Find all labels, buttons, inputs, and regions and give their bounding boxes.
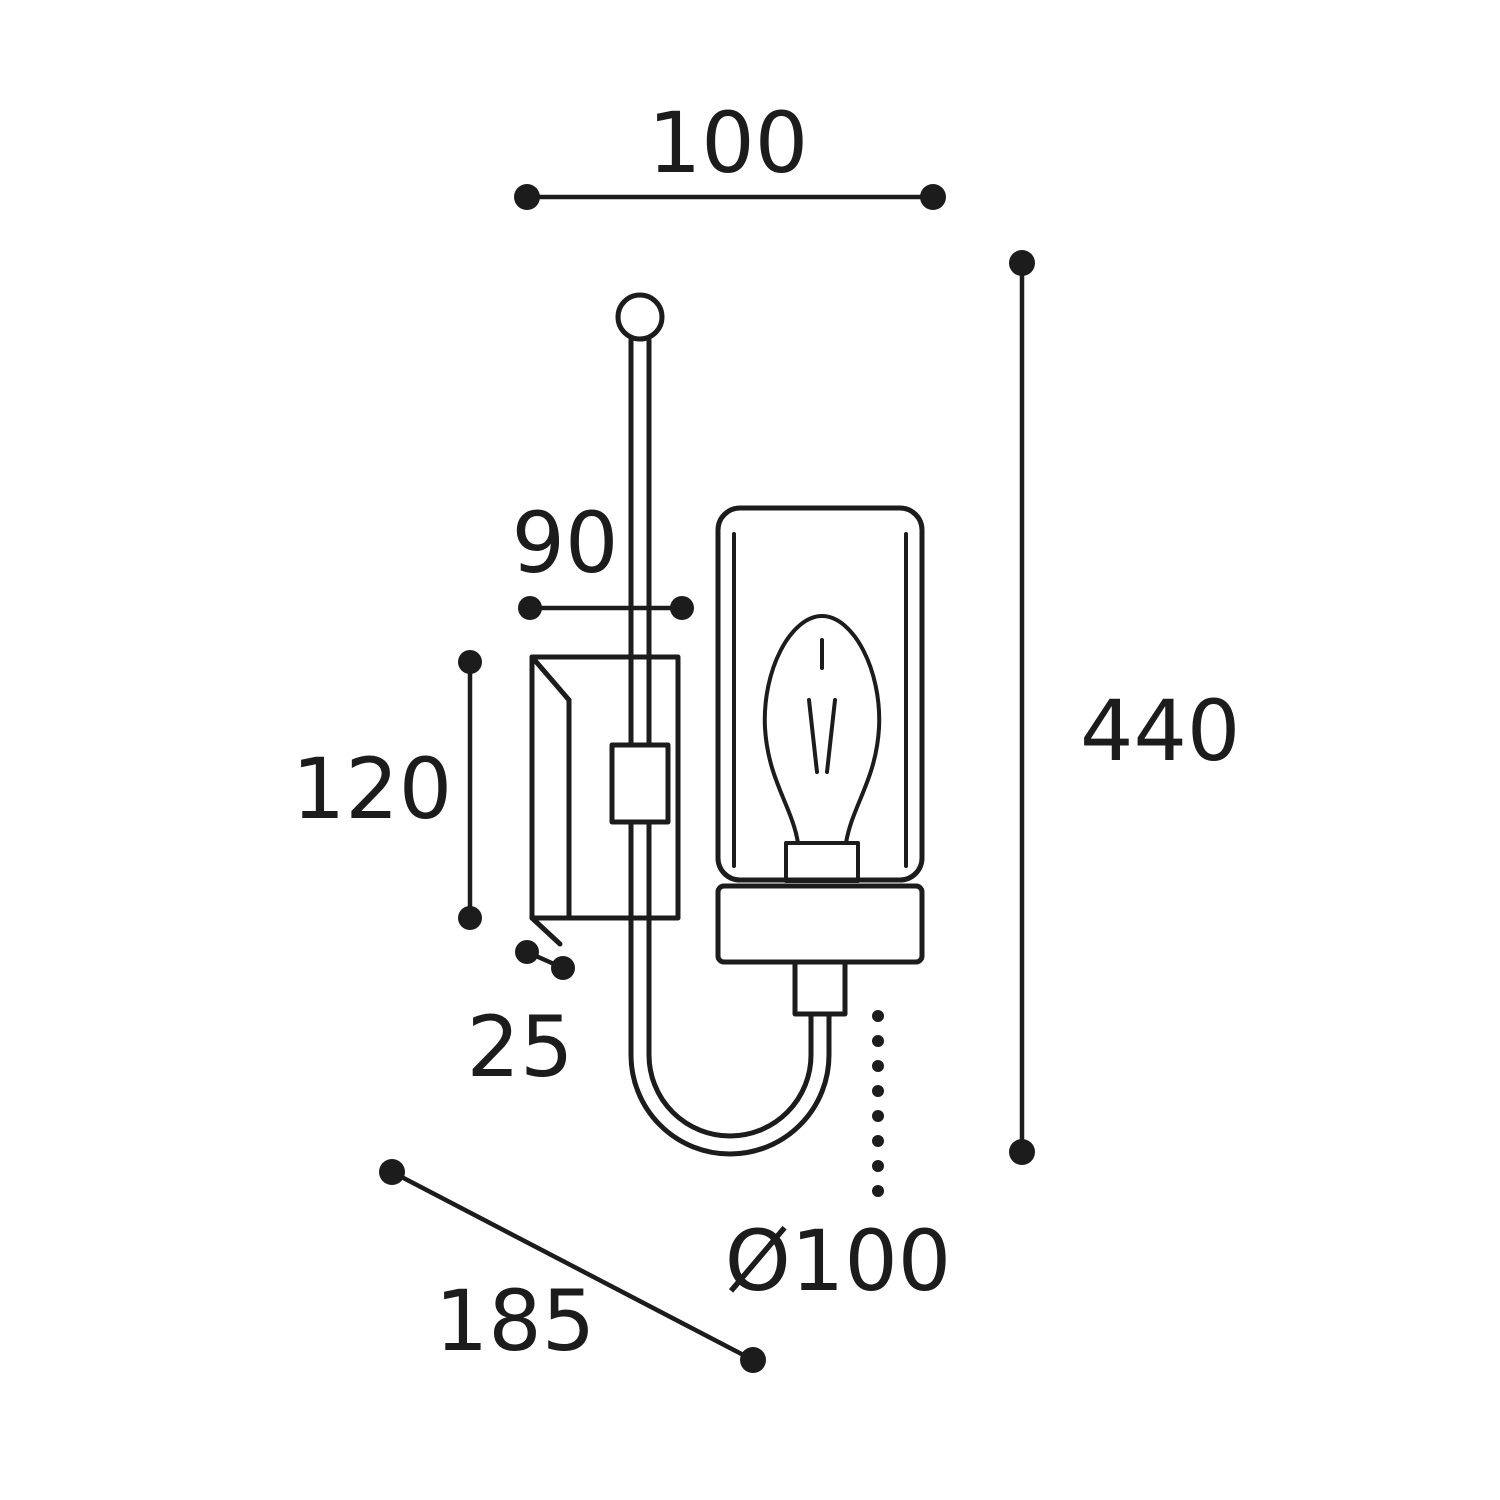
chain-dot bbox=[872, 1160, 884, 1172]
bulb-filament-right bbox=[825, 698, 837, 774]
backplate-bottom-bevel bbox=[529, 915, 563, 947]
dimension-backplate-height: 120 bbox=[292, 650, 482, 930]
chain-dot bbox=[872, 1085, 884, 1097]
dimension-shade-diameter: Ø100 bbox=[725, 1212, 951, 1310]
dimension-endpoint-dot bbox=[1009, 250, 1035, 276]
dimension-endpoint-dot bbox=[458, 906, 482, 930]
dimension-backplate-depth-label: 25 bbox=[467, 998, 574, 1096]
dimension-overall-height-label: 440 bbox=[1080, 682, 1240, 780]
pull-chain bbox=[872, 1010, 884, 1197]
bulb-filament-left bbox=[807, 698, 819, 774]
glass-outline bbox=[715, 505, 925, 883]
dimension-endpoint-dot bbox=[920, 184, 946, 210]
backplate-top-bevel bbox=[529, 654, 572, 703]
dimension-projection-label: 185 bbox=[435, 1272, 595, 1370]
dimension-endpoint-dot bbox=[514, 184, 540, 210]
dimension-top-width-label: 100 bbox=[648, 94, 808, 192]
dimension-projection: 185 bbox=[379, 1159, 766, 1373]
holder bbox=[715, 883, 925, 1017]
rod-inner-edge bbox=[646, 337, 814, 1139]
dimension-endpoint-dot bbox=[670, 596, 694, 620]
ball-finial bbox=[615, 292, 665, 342]
dimension-backplate-width: 90 bbox=[512, 494, 694, 620]
dimension-endpoint-dot bbox=[551, 956, 575, 980]
chain-dot bbox=[872, 1010, 884, 1022]
chain-dot bbox=[872, 1135, 884, 1147]
glass-shade bbox=[715, 505, 925, 883]
dimension-endpoint-dot bbox=[458, 650, 482, 674]
dimension-shade-diameter-label: Ø100 bbox=[725, 1212, 951, 1310]
holder-neck bbox=[792, 959, 848, 1017]
holder-body bbox=[715, 883, 925, 965]
bulb-glass bbox=[762, 614, 882, 845]
chain-dot bbox=[872, 1060, 884, 1072]
dimension-endpoint-dot bbox=[379, 1159, 405, 1185]
dimension-endpoint-dot bbox=[1009, 1139, 1035, 1165]
dimension-backplate-height-label: 120 bbox=[292, 740, 452, 838]
backplate bbox=[529, 654, 681, 947]
dimension-endpoint-dot bbox=[518, 596, 542, 620]
backplate-outline bbox=[529, 654, 681, 921]
dimension-backplate-depth: 25 bbox=[467, 940, 575, 1096]
chain-dot bbox=[872, 1185, 884, 1197]
bulb bbox=[762, 614, 882, 883]
dimension-endpoint-dot bbox=[740, 1347, 766, 1373]
dimension-backplate-width-label: 90 bbox=[512, 494, 619, 592]
bulb-base bbox=[784, 841, 860, 883]
dimension-top-width: 100 bbox=[514, 94, 946, 210]
dimension-projection-line bbox=[389, 1169, 756, 1363]
lamp-figure bbox=[529, 292, 925, 1197]
dimension-endpoint-dot bbox=[515, 940, 539, 964]
rod-clamp bbox=[609, 742, 671, 825]
chain-dot bbox=[872, 1035, 884, 1047]
rod-outer-edge bbox=[628, 337, 832, 1157]
dimension-overall-height: 440 bbox=[1009, 250, 1240, 1165]
rod-arm bbox=[609, 292, 832, 1157]
chain-dot bbox=[872, 1110, 884, 1122]
